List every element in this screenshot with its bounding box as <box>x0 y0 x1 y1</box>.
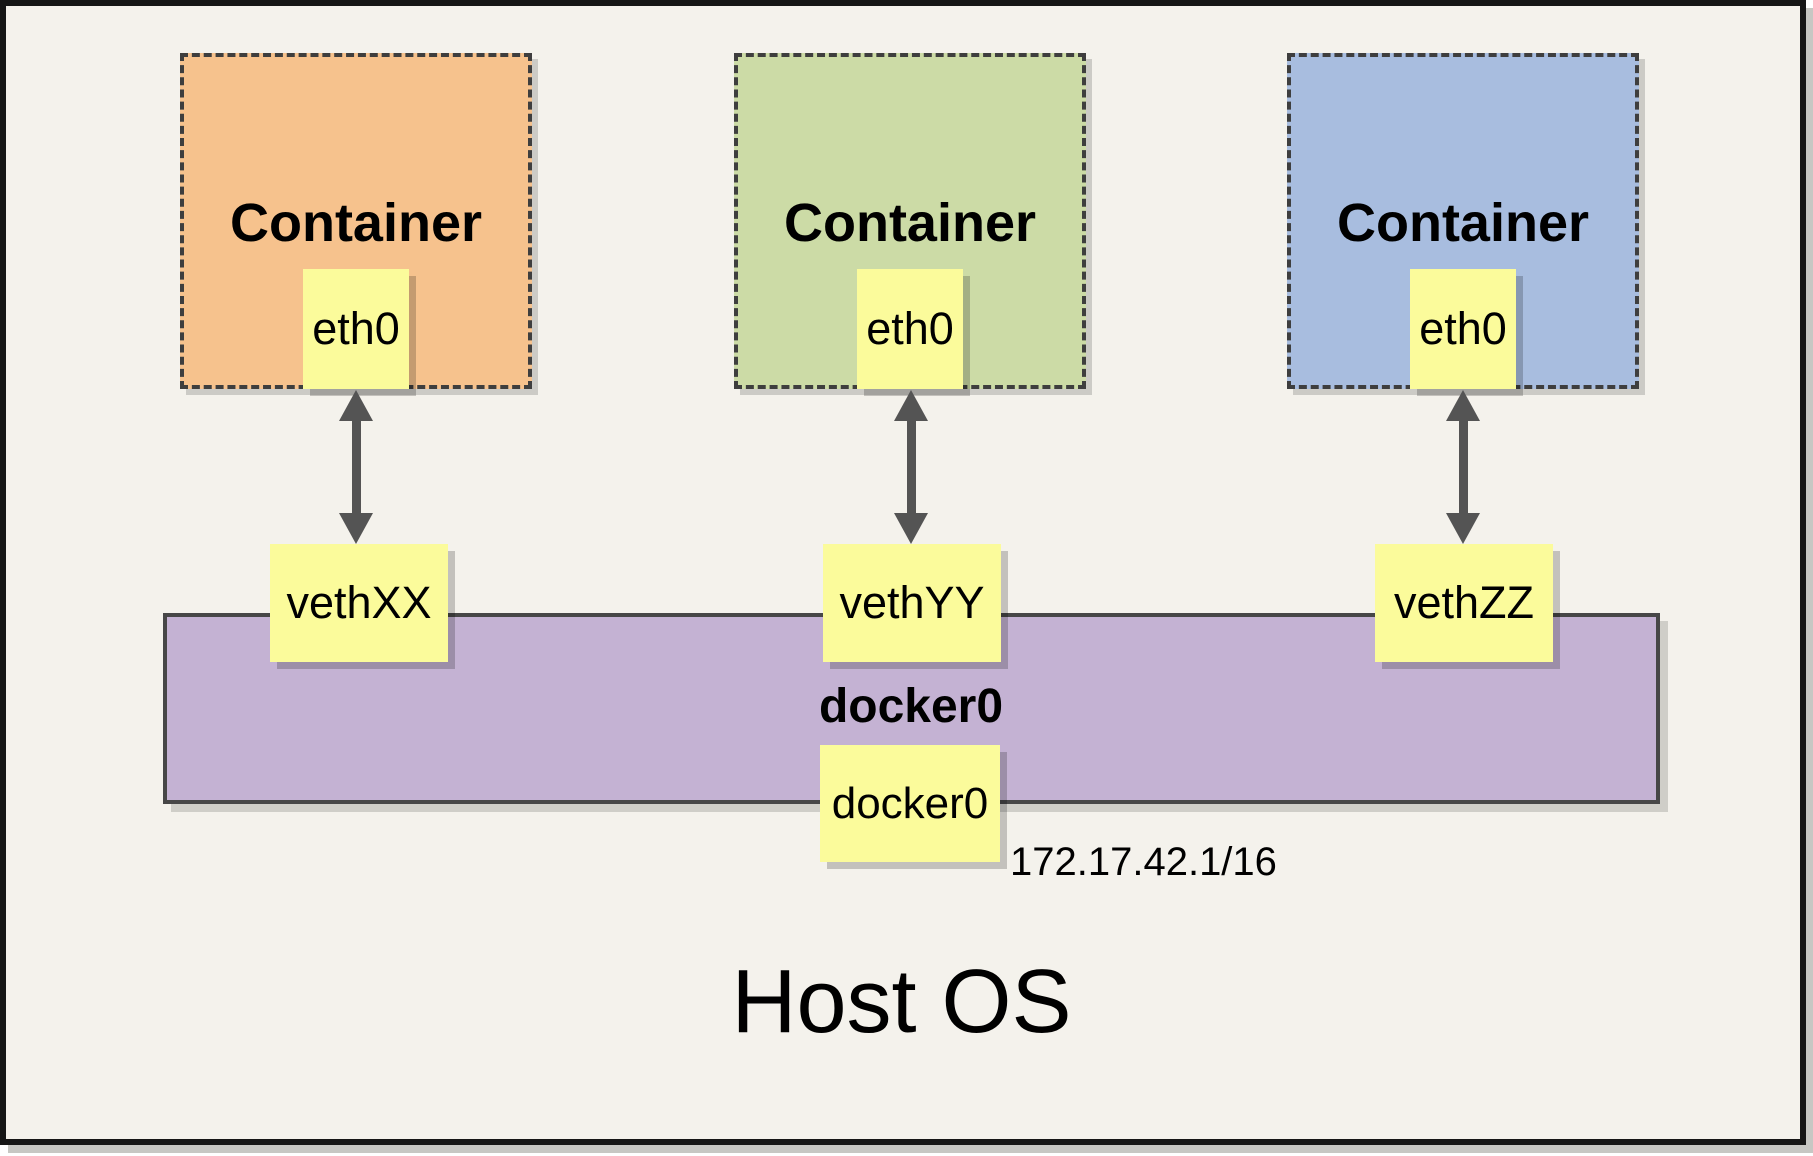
arrow-shaft <box>906 421 916 513</box>
docker0-interface-box: docker0 <box>820 745 1000 862</box>
veth-connection-arrow-3 <box>1441 390 1485 544</box>
docker0-bridge-label: docker0 <box>818 680 1004 733</box>
arrow-down-icon <box>894 513 928 544</box>
arrow-down-icon <box>1446 513 1480 544</box>
container-box-2: Container eth0 <box>734 53 1086 389</box>
vethzz-interface-box: vethZZ <box>1375 544 1553 662</box>
arrow-shaft <box>351 421 361 513</box>
host-os-label: Host OS <box>731 952 1072 1052</box>
arrow-up-icon <box>339 390 373 421</box>
vethxx-interface-box: vethXX <box>270 544 448 662</box>
arrow-up-icon <box>1446 390 1480 421</box>
eth0-interface-box: eth0 <box>1410 269 1516 389</box>
container-title: Container <box>783 193 1037 253</box>
arrow-shaft <box>1458 421 1468 513</box>
eth0-interface-box: eth0 <box>857 269 963 389</box>
veth-connection-arrow-2 <box>889 390 933 544</box>
container-box-1: Container eth0 <box>180 53 532 389</box>
veth-connection-arrow-1 <box>334 390 378 544</box>
container-title: Container <box>229 193 483 253</box>
container-title: Container <box>1336 193 1590 253</box>
container-box-3: Container eth0 <box>1287 53 1639 389</box>
bridge-ip-address-label: 172.17.42.1/16 <box>1010 840 1277 884</box>
vethyy-interface-box: vethYY <box>823 544 1001 662</box>
arrow-up-icon <box>894 390 928 421</box>
arrow-down-icon <box>339 513 373 544</box>
eth0-interface-box: eth0 <box>303 269 409 389</box>
